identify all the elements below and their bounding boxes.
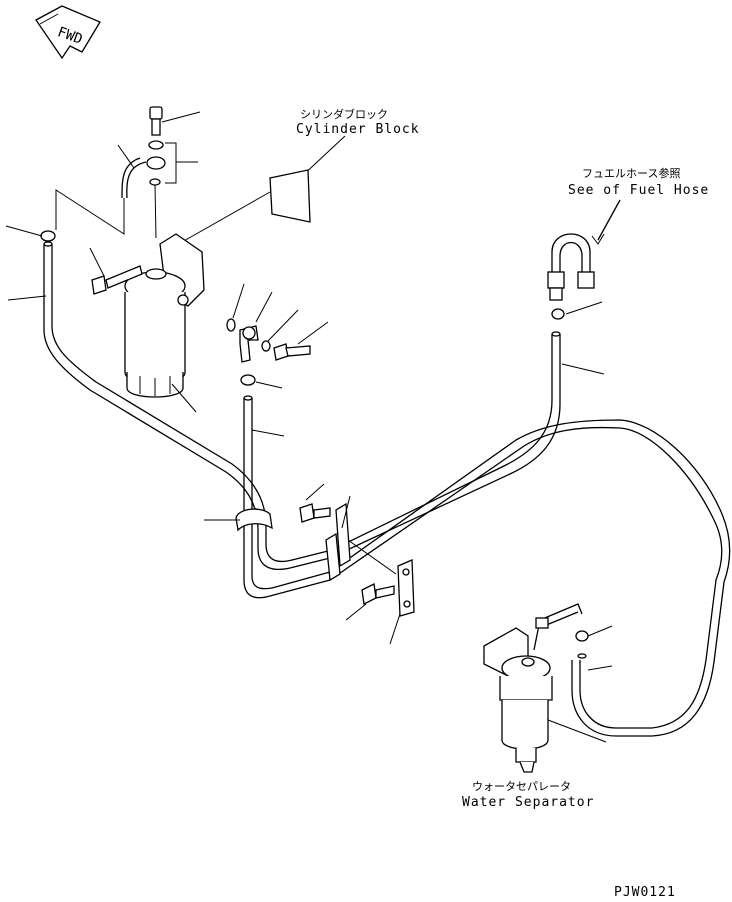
cylinder-block-label-en: Cylinder Block	[296, 122, 420, 137]
fuel-hose-label-jp: フュエルホース参照	[582, 166, 680, 180]
fuel-hose-loop	[547, 233, 605, 375]
eye-joint-assembly	[226, 283, 329, 363]
center-vertical-pipe	[240, 374, 285, 496]
cylinder-block-label-jp: シリンダブロック	[300, 107, 388, 121]
fuel-hose-callout: フュエルホース参照 See of Fuel Hose	[568, 166, 709, 245]
filter-side-bolt	[89, 247, 143, 295]
fwd-arrow-icon: FWD	[35, 5, 101, 60]
cylinder-block-callout: シリンダブロック Cylinder Block	[174, 107, 420, 247]
water-separator: ウォータセパレータ Water Separator	[462, 603, 613, 810]
water-separator-label-jp: ウォータセパレータ	[472, 780, 571, 793]
cylinder-block-plate	[269, 169, 311, 223]
fwd-label: FWD	[55, 24, 84, 48]
left-fuel-pipe	[5, 225, 333, 571]
water-separator-label-en: Water Separator	[462, 795, 594, 810]
drawing-code: PJW0121	[614, 885, 676, 900]
filter-mount-bolt	[55, 106, 201, 239]
bracket-bolt	[345, 583, 395, 621]
long-parallel-pipes	[329, 334, 731, 737]
fuel-hose-label-en: See of Fuel Hose	[568, 183, 709, 198]
fuel-filter	[124, 233, 205, 413]
pipe-clamp-bracket	[299, 483, 415, 645]
lower-center-pipe	[204, 496, 331, 599]
